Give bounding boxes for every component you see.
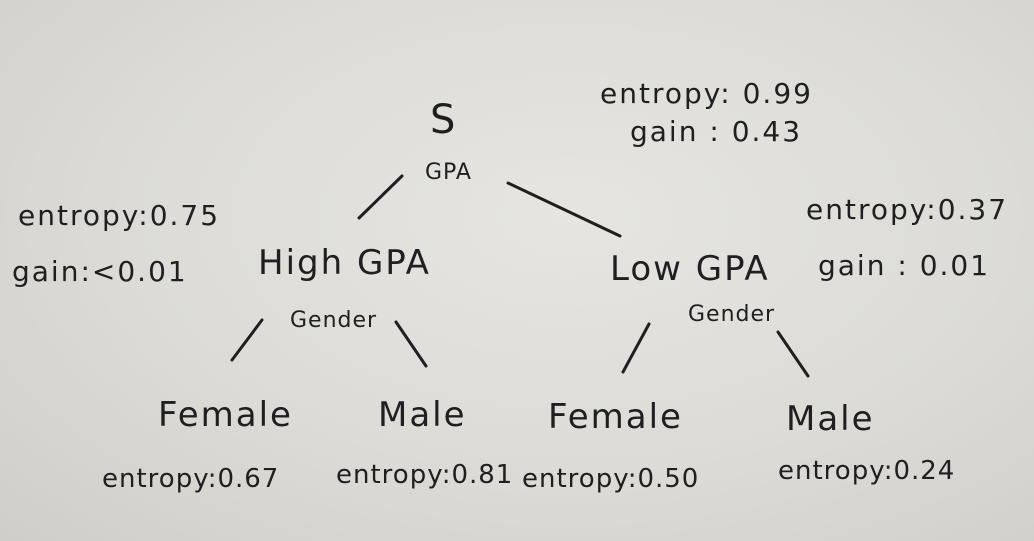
- edge-root-to-low-gpa: [506, 181, 622, 238]
- root-node-label: S: [430, 97, 458, 143]
- root-split-attribute: GPA: [425, 160, 472, 185]
- edge-root-to-high-gpa: [357, 174, 404, 220]
- leaf-high-gpa-female-label: Female: [158, 395, 293, 435]
- leaf-high-gpa-female-entropy: entropy:0.67: [102, 464, 280, 494]
- root-entropy: entropy: 0.99: [600, 77, 813, 110]
- high-gpa-gain: gain:<0.01: [12, 255, 188, 288]
- edge-high-gpa-to-male: [394, 320, 428, 368]
- high-gpa-node-label: High GPA: [258, 243, 431, 283]
- leaf-high-gpa-male-label: Male: [378, 395, 467, 435]
- leaf-low-gpa-female-entropy: entropy:0.50: [522, 464, 700, 494]
- leaf-low-gpa-male-label: Male: [786, 399, 875, 439]
- leaf-low-gpa-male-entropy: entropy:0.24: [778, 456, 956, 486]
- edge-low-gpa-to-female: [621, 322, 651, 374]
- high-gpa-split-attribute: Gender: [290, 308, 378, 333]
- low-gpa-node-label: Low GPA: [610, 249, 770, 289]
- high-gpa-entropy: entropy:0.75: [18, 199, 221, 232]
- edge-low-gpa-to-male: [776, 330, 810, 378]
- leaf-low-gpa-female-label: Female: [548, 397, 683, 437]
- edge-high-gpa-to-female: [230, 318, 264, 362]
- leaf-high-gpa-male-entropy: entropy:0.81: [336, 460, 514, 490]
- low-gpa-entropy: entropy:0.37: [806, 193, 1009, 226]
- low-gpa-split-attribute: Gender: [688, 302, 776, 327]
- low-gpa-gain: gain : 0.01: [818, 249, 991, 282]
- root-gain: gain : 0.43: [630, 115, 803, 148]
